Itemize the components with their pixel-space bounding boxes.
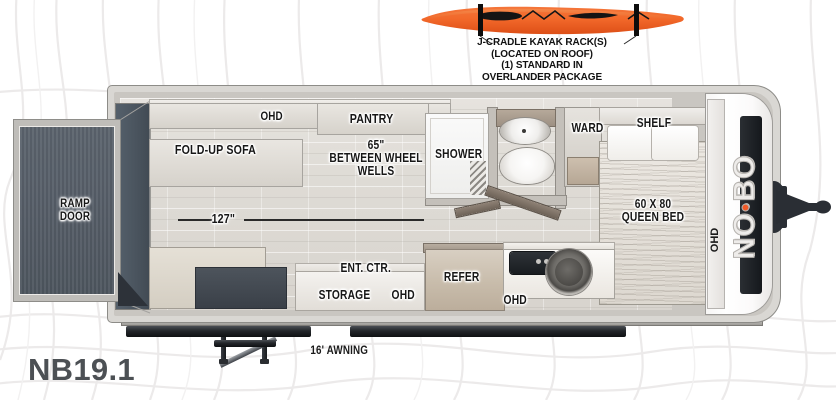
fold-up-sofa-label: FOLD-UP SOFA xyxy=(174,142,257,157)
dimension-line-right xyxy=(244,219,424,221)
burner-1 xyxy=(536,259,541,264)
overhead-cabinet-nose xyxy=(708,100,724,308)
wardrobe-hanging-rod xyxy=(568,158,598,184)
entertainment-center xyxy=(296,272,424,310)
awning-foot-left xyxy=(219,359,228,364)
awning-roller xyxy=(214,340,276,347)
front-nose-cap: NO●BO OHD xyxy=(706,94,772,314)
awning-rail-left xyxy=(126,326,311,337)
wheel-well-dimension-label: 65" BETWEEN WHEEL WELLS xyxy=(329,138,423,179)
brand-logo-part2: BO xyxy=(728,154,762,202)
queen-bed-label: 60 X 80 QUEEN BED xyxy=(621,197,685,225)
shower-hatch xyxy=(470,161,486,195)
ramp-door-corner xyxy=(118,272,148,306)
wardrobe-label: WARD xyxy=(571,121,604,135)
entertainment-center-top xyxy=(296,264,424,274)
kitchen-sink xyxy=(546,249,592,295)
kayak-rack-callout: J-CRADLE KAYAK RACK(S) (LOCATED ON ROOF)… xyxy=(392,36,692,83)
pillow-left xyxy=(608,126,654,160)
storage-label: STORAGE xyxy=(318,288,371,302)
ohd-left-label: OHD xyxy=(260,109,283,123)
bathroom-wall-vertical-right xyxy=(556,108,565,208)
callout-line-2: (LOCATED ON ROOF) xyxy=(491,47,593,60)
shelf-label: SHELF xyxy=(636,116,672,130)
bathroom-wall-vertical-left xyxy=(488,108,497,204)
callout-line-1: J-CRADLE KAYAK RACK(S) xyxy=(477,36,607,48)
ent-ctr-label: ENT. CTR. xyxy=(340,261,391,275)
hitch-icon xyxy=(766,181,831,233)
model-name: NB19.1 xyxy=(28,352,135,387)
brand-logo-part1: NO xyxy=(728,212,762,260)
ohd-nose-label: OHD xyxy=(709,227,721,253)
nose-window xyxy=(740,116,762,294)
dinette-bench xyxy=(196,268,286,308)
refer-label: REFER xyxy=(443,270,480,284)
awning-rail-right xyxy=(350,326,626,337)
dimension-line-left xyxy=(178,219,212,221)
ohd-storage-label: OHD xyxy=(391,288,415,302)
awning-label: 16' AWNING xyxy=(310,343,369,357)
awning-foot-right xyxy=(260,359,269,364)
kitchen-sink-basin xyxy=(555,258,583,286)
sink-drain xyxy=(522,129,526,133)
ramp-door-label: RAMP DOOR xyxy=(59,196,91,223)
shower-label: SHOWER xyxy=(435,147,483,161)
toilet xyxy=(500,148,554,184)
callout-line-4: OVERLANDER PACKAGE xyxy=(481,70,603,83)
bathroom-sink xyxy=(500,118,550,144)
callout-line-3: (1) STANDARD IN xyxy=(501,59,583,72)
length-127-label: 127" xyxy=(211,211,236,226)
pantry-label: PANTRY xyxy=(349,111,394,126)
ohd-galley-label: OHD xyxy=(503,293,527,307)
brand-logo: NO●BO xyxy=(728,132,762,282)
brand-logo-dot: ● xyxy=(737,201,755,213)
pillow-right xyxy=(652,126,698,160)
